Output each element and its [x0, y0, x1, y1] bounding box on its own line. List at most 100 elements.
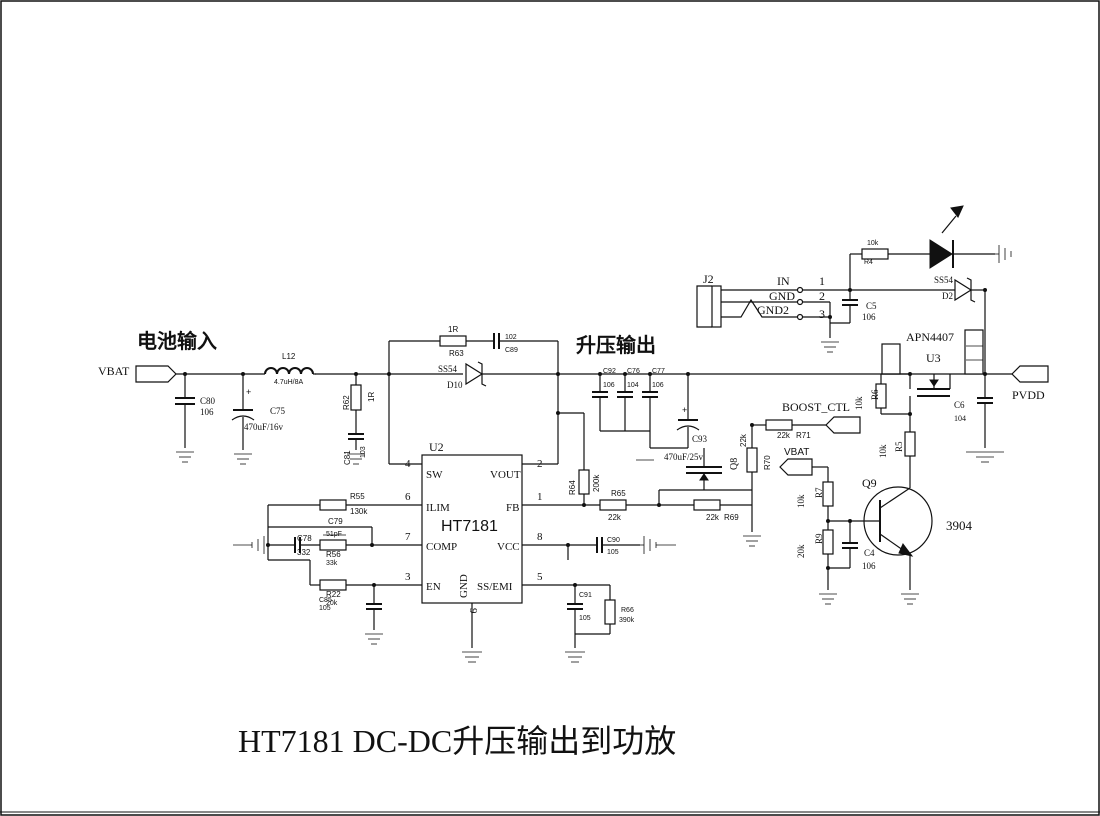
c90-value: 105 — [607, 549, 619, 556]
svg-text:+: + — [246, 387, 251, 397]
r66-value: 390k — [619, 617, 635, 624]
q9-part: 3904 — [946, 518, 973, 533]
r66-ref: R66 — [621, 607, 634, 614]
pin-vcc-num: 8 — [537, 531, 543, 543]
ground-symbol — [462, 651, 482, 663]
r9-value: 20k — [796, 544, 806, 558]
capacitor-c4: C4 106 — [842, 542, 876, 571]
boost-ctl-port: BOOST_CTL — [782, 400, 861, 434]
c85-value: 105 — [319, 605, 331, 612]
pin-ilim-num: 6 — [405, 491, 411, 503]
c91-value: 105 — [579, 615, 591, 622]
pin-ss-num: 5 — [537, 571, 543, 583]
vbat-input-port: VBAT — [98, 364, 177, 383]
pin-gnd-num: 9 — [467, 608, 479, 614]
j2-pin3-num: 3 — [819, 307, 825, 321]
resistor-r55: R55 130k — [268, 492, 422, 516]
led-indicator — [929, 205, 995, 269]
c79-ref: C79 — [328, 517, 343, 526]
capacitor-c78: C78 332 — [268, 534, 312, 557]
ground-symbol — [233, 536, 265, 554]
pin-en-num: 3 — [405, 571, 411, 583]
pin-fb-num: 1 — [537, 491, 543, 503]
ground-symbol — [234, 453, 252, 465]
j2-pin2-num: 2 — [819, 289, 825, 303]
r63-value: 1R — [448, 325, 458, 334]
ground-symbol — [743, 535, 761, 547]
vbat-port-label: VBAT — [98, 364, 130, 378]
r56-ref: R56 — [326, 550, 341, 559]
c93-ref: C93 — [692, 434, 708, 444]
j2-pin1-num: 1 — [819, 274, 825, 288]
ground-symbol — [640, 536, 676, 554]
boost-ctl-label: BOOST_CTL — [782, 400, 850, 414]
svg-text:+: + — [682, 405, 687, 415]
r22-ref: R22 — [326, 590, 341, 599]
c78-ref: C78 — [297, 534, 312, 543]
j2-pin2-label: GND — [769, 289, 795, 303]
c93-value: 470uF/25v — [664, 452, 704, 462]
c76-value: 104 — [627, 382, 639, 389]
ground-symbol — [821, 341, 839, 353]
jack-j2: J2 IN GND GND2 1 2 3 — [696, 272, 825, 328]
c89-ref: C89 — [505, 347, 518, 354]
r65-value: 22k — [608, 513, 622, 522]
ground-symbol — [347, 453, 365, 465]
c6-value: 104 — [954, 414, 966, 423]
r5-value: 10k — [878, 444, 888, 458]
pvdd-output-port: PVDD — [1011, 365, 1049, 402]
r69-ref: R69 — [724, 513, 739, 522]
pin-gnd-label: GND — [458, 574, 470, 598]
r70-ref: R70 — [763, 455, 772, 470]
capacitor-c5: C5 106 — [842, 290, 877, 323]
capacitor-c79: C79 51pF — [323, 517, 346, 538]
c81-ref: C81 — [343, 450, 352, 465]
d10-ref: D10 — [447, 380, 463, 390]
l12-value: 4.7uH/8A — [274, 379, 304, 386]
input-heading: 电池输入 — [137, 329, 217, 353]
d2-part: SS54 — [934, 275, 954, 285]
ground-symbol — [176, 451, 194, 463]
j2-pin1-label: IN — [777, 274, 790, 288]
c75-value: 470uF/16v — [244, 422, 284, 432]
r22-value: 20k — [326, 600, 338, 607]
j2-pin3-label: GND2 — [757, 303, 789, 317]
capacitor-c77: C77 106 — [642, 368, 665, 448]
r4-value: 10k — [867, 240, 879, 247]
ground-symbol — [901, 593, 919, 605]
ground-symbol — [365, 633, 383, 645]
r71-ref: R71 — [796, 431, 811, 440]
c92-value: 106 — [603, 382, 615, 389]
r55-value: 130k — [350, 507, 368, 516]
c77-value: 106 — [652, 382, 664, 389]
q8-ref: Q8 — [729, 458, 740, 470]
c79-value: 51pF — [326, 531, 342, 538]
ground-symbol — [819, 593, 837, 605]
pin-comp-label: COMP — [426, 541, 457, 553]
c5-ref: C5 — [866, 301, 877, 311]
schottky-diode-d2: SS54 D2 — [934, 275, 976, 303]
c78-value: 332 — [297, 548, 311, 557]
pin-vcc-label: VCC — [497, 541, 520, 553]
j2-ref: J2 — [703, 272, 714, 286]
c81-value: 103 — [360, 446, 367, 458]
ground-symbol — [565, 651, 585, 663]
c75-ref: C75 — [270, 406, 286, 416]
capacitor-c85: C85 105 — [319, 597, 332, 612]
r56-value: 33k — [326, 560, 338, 567]
pin-vout-label: VOUT — [490, 469, 521, 481]
mosfet-u3: APN4407 U3 — [881, 329, 984, 414]
c4-value: 106 — [862, 561, 876, 571]
capacitor-c81: C81 103 — [343, 433, 367, 465]
c5-value: 106 — [862, 312, 876, 322]
r70-value: 22k — [739, 433, 748, 447]
schottky-diode-d10: SS54 D10 — [438, 361, 505, 390]
ground-symbol — [966, 451, 1004, 463]
capacitor-c90: C90 105 — [596, 537, 640, 556]
capacitor-c6: C6 104 — [954, 397, 993, 448]
pin-ilim-label: ILIM — [426, 502, 450, 514]
c80-value: 106 — [200, 407, 214, 417]
capacitor-c91: C91 105 — [567, 592, 592, 648]
output-heading: 升压输出 — [576, 333, 656, 357]
